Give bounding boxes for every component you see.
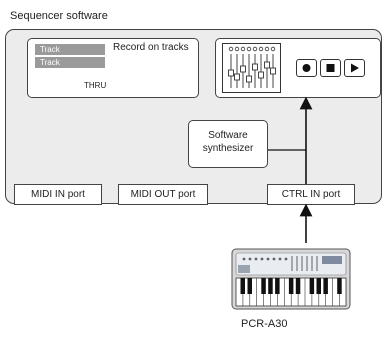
ctrl-in-port: CTRL IN port — [267, 184, 355, 205]
track-bar-2: Track — [35, 57, 105, 68]
keyboard-controller-image — [230, 243, 352, 320]
thru-label: THRU — [84, 81, 107, 90]
synth-label-line2: synthesizer — [202, 143, 254, 154]
mixer-faders-icon — [222, 43, 281, 93]
diagram-title: Sequencer software — [10, 10, 108, 22]
stop-button — [320, 59, 341, 77]
software-synthesizer-box: Software synthesizer — [188, 120, 268, 168]
play-button — [344, 59, 365, 77]
midi-in-port: MIDI IN port — [14, 184, 102, 205]
record-on-tracks-label: Record on tracks — [113, 42, 189, 53]
device-label: PCR-A30 — [241, 318, 288, 330]
synth-label-line1: Software — [208, 130, 248, 141]
play-icon — [351, 63, 359, 73]
mixer-transport-panel — [215, 38, 381, 98]
track-bar-1: Track — [35, 44, 105, 55]
record-button — [296, 59, 317, 77]
record-icon — [302, 64, 311, 72]
track-panel: Track Track Record on tracks THRU — [27, 38, 199, 98]
midi-out-port: MIDI OUT port — [118, 184, 208, 205]
stop-icon — [326, 64, 335, 72]
